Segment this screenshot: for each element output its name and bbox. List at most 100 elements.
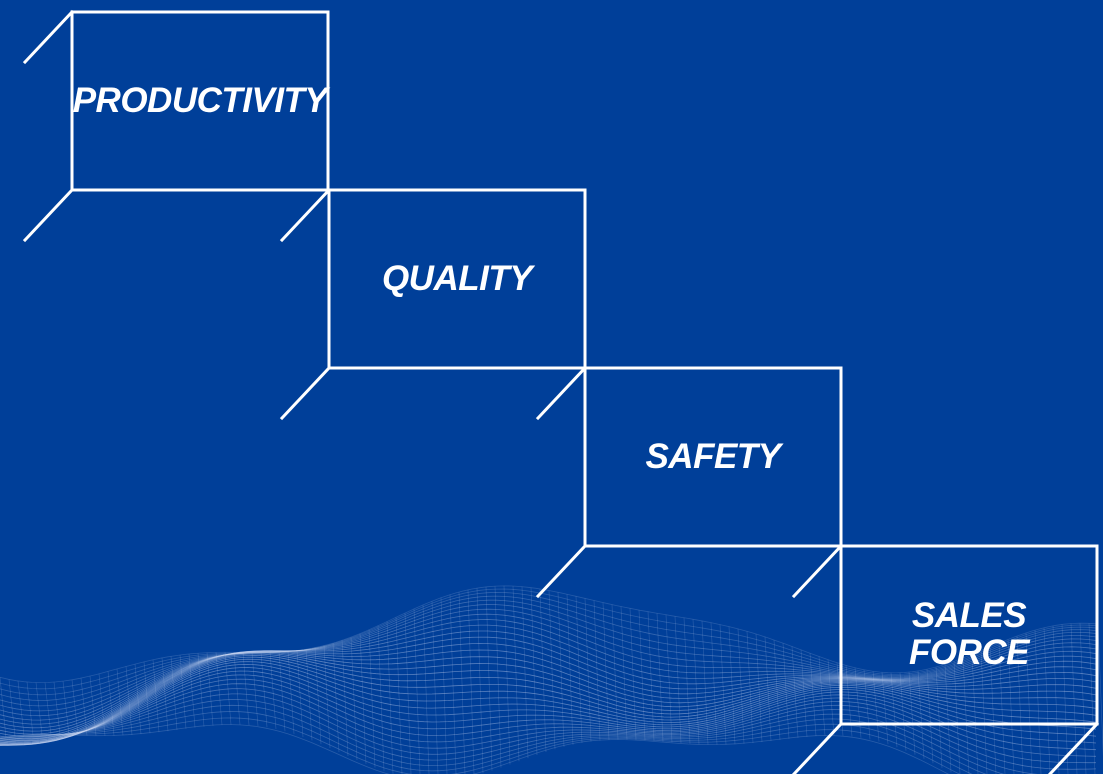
mesh-row-line	[0, 717, 961, 774]
mesh-row-line	[0, 604, 1097, 712]
mesh-column-line	[908, 672, 916, 755]
mesh-column-line	[305, 649, 313, 741]
mesh-row-line	[0, 652, 1097, 743]
mesh-row-line	[0, 654, 1097, 745]
mesh-column-line	[602, 602, 610, 740]
mesh-row-line	[0, 670, 1097, 746]
mesh-row-line	[0, 642, 1097, 738]
mesh-column-line	[710, 622, 718, 745]
mesh-column-line	[359, 633, 367, 764]
mesh-column-line	[350, 637, 358, 761]
step-bottom-diagonal	[791, 721, 844, 774]
mesh-column-line	[242, 652, 250, 726]
mesh-row-line	[0, 667, 1097, 746]
mesh-column-line	[332, 643, 340, 753]
mesh-column-line	[107, 671, 115, 736]
mesh-column-line	[890, 672, 898, 748]
mesh-column-line	[503, 585, 511, 765]
mesh-column-line	[548, 590, 556, 750]
step-label-productivity: PRODUCTIVITY	[72, 80, 328, 120]
mesh-column-line	[665, 614, 673, 743]
mesh-row-line	[0, 704, 987, 774]
mesh-column-line	[269, 652, 277, 730]
step-frame-4	[791, 543, 1100, 774]
mesh-column-line	[431, 601, 439, 774]
mesh-column-line	[512, 586, 520, 762]
mesh-column-line	[809, 653, 817, 737]
mesh-column-line	[953, 661, 961, 774]
mesh-column-line	[611, 604, 619, 740]
mesh-column-line	[44, 682, 52, 735]
mesh-column-line	[791, 646, 799, 738]
mesh-column-line	[1052, 625, 1060, 774]
mesh-column-line	[1070, 623, 1078, 774]
mesh-column-line	[773, 639, 781, 740]
mesh-column-line	[251, 652, 259, 726]
mesh-column-line	[8, 679, 16, 737]
mesh-column-line	[755, 633, 763, 743]
mesh-column-line	[314, 647, 322, 745]
mesh-column-line	[413, 608, 421, 774]
mesh-column-line	[449, 594, 457, 774]
mesh-column-line	[287, 651, 295, 734]
step-frame-1	[22, 9, 330, 243]
mesh-column-line	[125, 666, 133, 735]
step-bottom-diagonal	[22, 187, 75, 243]
mesh-column-line	[395, 617, 403, 774]
step-label-quality: QUALITY	[381, 258, 533, 298]
mesh-column-line	[701, 620, 709, 745]
mesh-column-line	[386, 621, 394, 774]
step-frame-2	[279, 187, 587, 421]
step-box-outline	[839, 544, 1099, 726]
mesh-column-line	[917, 670, 925, 759]
mesh-column-line	[584, 598, 592, 742]
step-top-diagonal	[279, 187, 332, 243]
step-box-outline	[583, 366, 843, 548]
mesh-column-line	[89, 676, 97, 736]
mesh-column-line	[98, 673, 106, 736]
mesh-column-line	[854, 667, 862, 738]
mesh-column-line	[1097, 623, 1103, 757]
mesh-column-line	[467, 589, 475, 774]
mesh-row-line	[0, 651, 1097, 742]
mesh-row-line	[0, 588, 1097, 690]
mesh-column-line	[926, 669, 934, 764]
mesh-column-line	[35, 682, 43, 735]
mesh-column-line	[872, 671, 880, 742]
mesh-column-line	[728, 626, 736, 745]
mesh-row-line	[0, 663, 1097, 746]
step-frames	[22, 9, 1100, 774]
mesh-row-line	[0, 693, 1038, 774]
mesh-row-line	[0, 678, 1097, 757]
mesh-column-line	[1025, 632, 1033, 774]
mesh-row-line	[0, 585, 1097, 684]
mesh-column-line	[377, 625, 385, 771]
mesh-column-line	[629, 608, 637, 740]
mesh-column-line	[206, 652, 214, 726]
mesh-row-line	[0, 619, 1097, 725]
mesh-column-line	[683, 617, 691, 744]
mesh-column-line	[719, 624, 727, 745]
mesh-column-line	[440, 597, 448, 774]
mesh-column-line	[323, 645, 331, 749]
mesh-column-line	[341, 640, 349, 757]
mesh-column-line	[899, 672, 907, 751]
step-label-sales-force: SALES FORCE	[909, 596, 1030, 672]
mesh-column-line	[143, 661, 151, 734]
mesh-column-line	[935, 666, 943, 768]
mesh-column-line	[233, 652, 241, 725]
mesh-column-line	[188, 653, 196, 728]
step-box-outline	[327, 188, 587, 370]
step-right-diagonal	[1047, 721, 1100, 774]
mesh-column-line	[197, 653, 205, 727]
step-top-diagonal	[22, 9, 75, 65]
mesh-column-line	[971, 654, 979, 774]
mesh-column-line	[17, 680, 25, 736]
mesh-column-line	[0, 677, 7, 738]
mesh-column-line	[179, 654, 187, 729]
mesh-row-line	[0, 653, 1097, 744]
mesh-row-line	[0, 624, 1097, 729]
wireframe-wave-mesh-icon	[0, 585, 1103, 774]
step-label-safety: SAFETY	[645, 436, 781, 476]
mesh-row-line	[0, 724, 949, 774]
